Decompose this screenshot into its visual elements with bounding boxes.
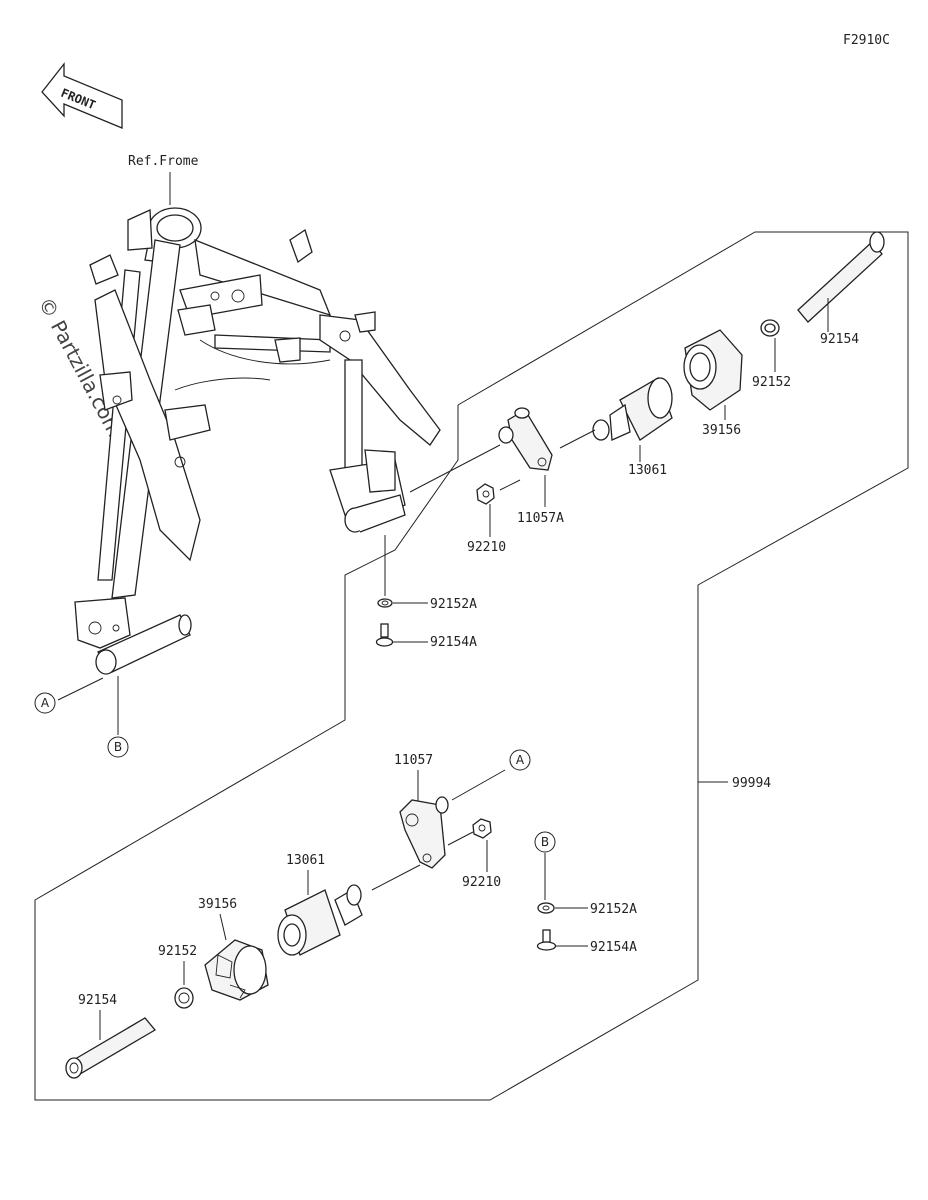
upper-bolt-label: 92154 <box>820 332 859 347</box>
upper-small-bolt-label: 92154A <box>430 635 477 650</box>
callout-b-lower: B <box>534 831 556 853</box>
callout-a-lower: A <box>509 749 531 771</box>
lower-bolt-label: 92154 <box>78 993 117 1008</box>
lower-nut <box>472 818 492 839</box>
lower-washer <box>537 902 555 914</box>
lower-bracket-label: 11057 <box>394 753 433 768</box>
lower-bolt <box>65 1017 156 1079</box>
ref-frame-label: Ref.Frome <box>128 154 199 169</box>
lower-collar-label: 92152 <box>158 944 197 959</box>
svg-text:A: A <box>516 753 525 767</box>
upper-washer-label: 92152A <box>430 597 477 612</box>
figure-code: F2910C <box>843 33 890 48</box>
kit-label: 99994 <box>732 776 771 791</box>
lower-collar <box>174 987 194 1009</box>
svg-text:A: A <box>41 696 50 710</box>
upper-nut <box>476 483 495 505</box>
upper-bracket <box>498 407 553 471</box>
callout-b-frame: B <box>107 736 129 758</box>
upper-collar <box>760 319 780 337</box>
upper-cap-label: 39156 <box>702 423 741 438</box>
callout-a-frame: A <box>34 692 56 714</box>
front-arrow-icon: FRONT <box>41 62 123 129</box>
lower-slider-label: 13061 <box>286 853 325 868</box>
upper-kit-outline <box>34 231 909 1101</box>
upper-small-bolt <box>375 623 394 647</box>
upper-slider-label: 13061 <box>628 463 667 478</box>
upper-nut-label: 92210 <box>467 540 506 555</box>
upper-collar-label: 92152 <box>752 375 791 390</box>
svg-text:B: B <box>114 740 122 754</box>
lower-nut-label: 92210 <box>462 875 501 890</box>
lower-washer-label: 92152A <box>590 902 637 917</box>
upper-bracket-label: 11057A <box>517 511 564 526</box>
upper-washer <box>377 598 393 608</box>
lower-small-bolt <box>536 929 557 951</box>
lower-cap-label: 39156 <box>198 897 237 912</box>
lower-cap <box>204 939 269 1001</box>
upper-slider <box>592 377 673 441</box>
svg-text:B: B <box>541 835 549 849</box>
lower-small-bolt-label: 92154A <box>590 940 637 955</box>
frame-drawing <box>74 207 441 675</box>
upper-cap <box>683 329 743 411</box>
lower-slider <box>277 884 363 956</box>
lower-bracket <box>399 796 449 869</box>
upper-bolt <box>797 231 885 323</box>
